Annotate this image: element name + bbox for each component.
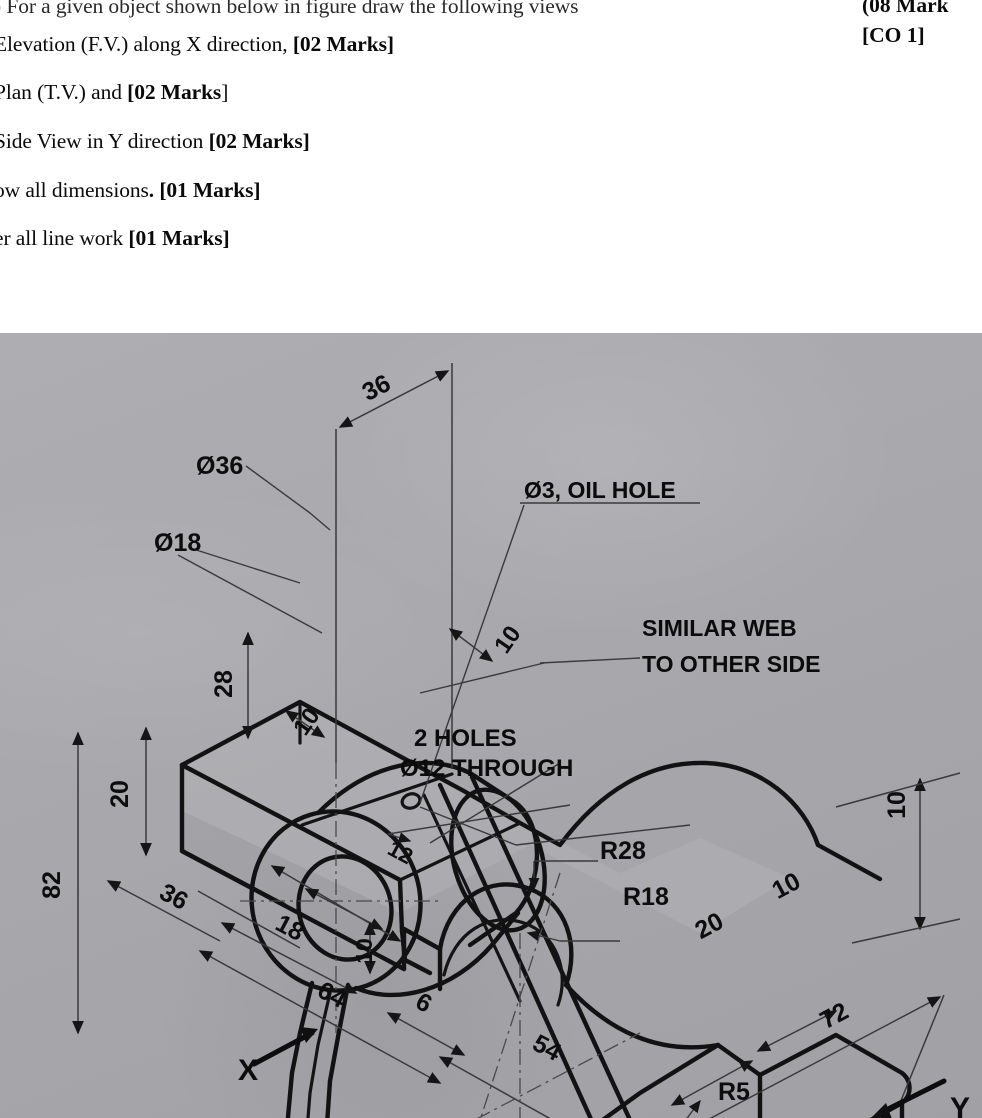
question-line-plan-tail: ] <box>221 80 229 104</box>
question-line-linework-marks: [01 Marks] <box>128 226 230 250</box>
dim-28: 28 <box>210 670 238 698</box>
dim-10-web-b: 10 <box>489 621 526 658</box>
question-text-block: ) For a given object shown below in figu… <box>0 0 982 333</box>
dim-d18: Ø18 <box>154 529 201 557</box>
isometric-drawing-photo: 36 Ø36 Ø18 Ø3, OIL HOLE SIMILAR WEB TO O… <box>0 333 982 1118</box>
question-line-intro: ) For a given object shown below in figu… <box>0 0 579 19</box>
label-y-direction: Y <box>950 1092 970 1118</box>
x-direction-arrow-group <box>251 1027 318 1067</box>
question-line-sideview: Side View in Y direction [02 Marks] <box>0 129 310 154</box>
dim-72: 72 <box>815 997 853 1035</box>
note-two-holes-line1: 2 HOLES <box>414 725 517 752</box>
marks-co: [CO 1] <box>862 23 925 47</box>
dim-r28: R28 <box>600 837 646 865</box>
question-line-sideview-text: Side View in Y direction <box>0 129 209 153</box>
label-x-direction: X <box>238 1054 258 1087</box>
dim-20-left: 20 <box>106 780 134 808</box>
dim-10-right: 10 <box>883 791 911 819</box>
question-line-linework-text: er all line work <box>0 226 129 250</box>
dim-r18: R18 <box>623 883 669 911</box>
y-direction-arrow-group <box>872 1078 947 1118</box>
question-line-elevation: Elevation (F.V.) along X direction, [02 … <box>0 32 394 57</box>
question-line-dimensions-marks: . [01 Marks] <box>148 178 261 202</box>
question-line-dimensions-text: ow all dimensions <box>0 178 149 202</box>
question-line-plan-text: Plan (T.V.) and <box>0 80 128 104</box>
question-line-plan: Plan (T.V.) and [02 Marks] <box>0 80 228 105</box>
note-oil-hole: Ø3, OIL HOLE <box>524 477 676 503</box>
note-similar-web-line1: SIMILAR WEB <box>642 615 797 641</box>
dim-54: 54 <box>528 1029 566 1067</box>
note-two-holes-line2: Ø12 THROUGH <box>400 755 573 782</box>
dim-36-left: 36 <box>155 878 193 916</box>
dim-82: 82 <box>38 871 66 899</box>
dim-r5: R5 <box>718 1078 750 1106</box>
dim-10-base: 10 <box>351 938 377 964</box>
marks-total: (08 Mark <box>862 0 949 17</box>
note-similar-web-line2: TO OTHER SIDE <box>642 651 821 677</box>
question-line-dimensions: ow all dimensions. [01 Marks] <box>0 178 261 203</box>
question-line-intro-text: ) For a given object shown below in figu… <box>0 0 579 18</box>
question-line-linework: er all line work [01 Marks] <box>0 226 230 251</box>
question-line-plan-marks: [02 Marks <box>127 80 222 104</box>
isometric-drawing-svg: 36 Ø36 Ø18 Ø3, OIL HOLE SIMILAR WEB TO O… <box>38 363 970 1118</box>
question-line-elevation-text: Elevation (F.V.) along X direction, <box>0 32 293 56</box>
question-line-sideview-marks: [02 Marks] <box>208 129 310 153</box>
dim-d36: Ø36 <box>196 452 243 480</box>
question-line-elevation-marks: [02 Marks] <box>292 32 394 56</box>
